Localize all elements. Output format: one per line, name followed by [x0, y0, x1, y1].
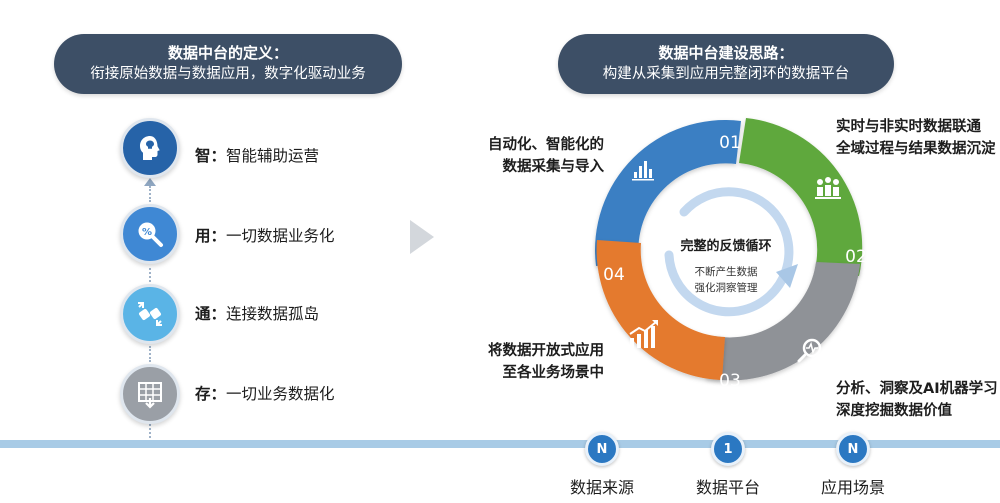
bar-chart-icon [632, 161, 654, 181]
spreadsheet-download-icon [138, 382, 162, 409]
level-circle-connect [120, 284, 180, 344]
definition-header: 数据中台的定义： 衔接原始数据与数据应用，数字化驱动业务 [54, 34, 402, 94]
approach-title: 数据中台建设思路： [658, 44, 794, 62]
level-label-use: 用：一切数据业务化 [195, 227, 335, 245]
cycle-center-line1: 不断产生数据 [695, 265, 758, 278]
segment-number-04: 04 [603, 265, 625, 285]
transition-arrow-icon [410, 220, 434, 254]
approach-header: 数据中台建设思路： 构建从采集到应用完整闭环的数据平台 [558, 34, 894, 94]
segment-label-02: 实时与非实时数据联通 全域过程与结果数据沉淀 [836, 119, 996, 157]
level-label-store: 存：一切业务数据化 [195, 385, 335, 403]
svg-text:%: % [142, 227, 152, 238]
cycle-center-title: 完整的反馈循环 [680, 238, 771, 254]
definition-subtitle: 衔接原始数据与数据应用，数字化驱动业务 [90, 66, 366, 82]
level-circle-smart [120, 118, 180, 178]
level-label-smart: 智：智能辅助运营 [195, 147, 320, 165]
timeline-label-platform: 数据平台 [695, 478, 760, 497]
cycle-segment-01 [595, 120, 741, 266]
trend-up-icon [629, 320, 658, 348]
segment-label-03: 分析、洞察及AI机器学习 深度挖掘数据价值 [836, 381, 998, 419]
level-circle-store [120, 364, 180, 424]
segment-number-01: 01 [719, 133, 741, 153]
timeline-bar [0, 440, 1000, 448]
level-label-connect: 通：连接数据孤岛 [195, 305, 320, 323]
connector-line [149, 346, 151, 362]
timeline-label-sources: 数据来源 [569, 478, 634, 497]
definition-title: 数据中台的定义： [167, 44, 288, 62]
level-circle-use: % [120, 204, 180, 264]
segment-label-04: 将数据开放式应用 至各业务场景中 [488, 343, 604, 381]
feedback-cycle-diagram: 01 02 03 04 完整的反馈循环 不断产生数据 强化洞察管理 [595, 118, 867, 391]
segment-label-01: 自动化、智能化的 数据采集与导入 [488, 137, 604, 175]
brain-head-icon [140, 136, 160, 160]
cycle-segment-03 [706, 262, 860, 381]
segment-number-02: 02 [845, 247, 867, 267]
cycle-segment-02 [739, 118, 863, 276]
connector-line [149, 268, 151, 282]
segment-number-03: 03 [719, 371, 741, 391]
approach-subtitle: 构建从采集到应用完整闭环的数据平台 [602, 66, 850, 82]
cycle-segment-04 [596, 240, 725, 380]
timeline-node-platform: 1 [711, 432, 745, 466]
timeline-node-scenarios: N [836, 432, 870, 466]
cycle-center-line2: 强化洞察管理 [695, 281, 758, 294]
magnify-pulse-icon [797, 338, 822, 363]
loop-arrowhead-icon [776, 264, 798, 288]
timeline-node-sources: N [585, 432, 619, 466]
connect-plug-icon [138, 302, 162, 326]
magnify-percent-icon: % [138, 222, 163, 247]
timeline-label-scenarios: 应用场景 [820, 478, 885, 497]
connector-line [149, 186, 151, 202]
connector-line [149, 424, 151, 438]
people-network-icon [815, 177, 841, 199]
up-arrow-icon [144, 178, 156, 186]
